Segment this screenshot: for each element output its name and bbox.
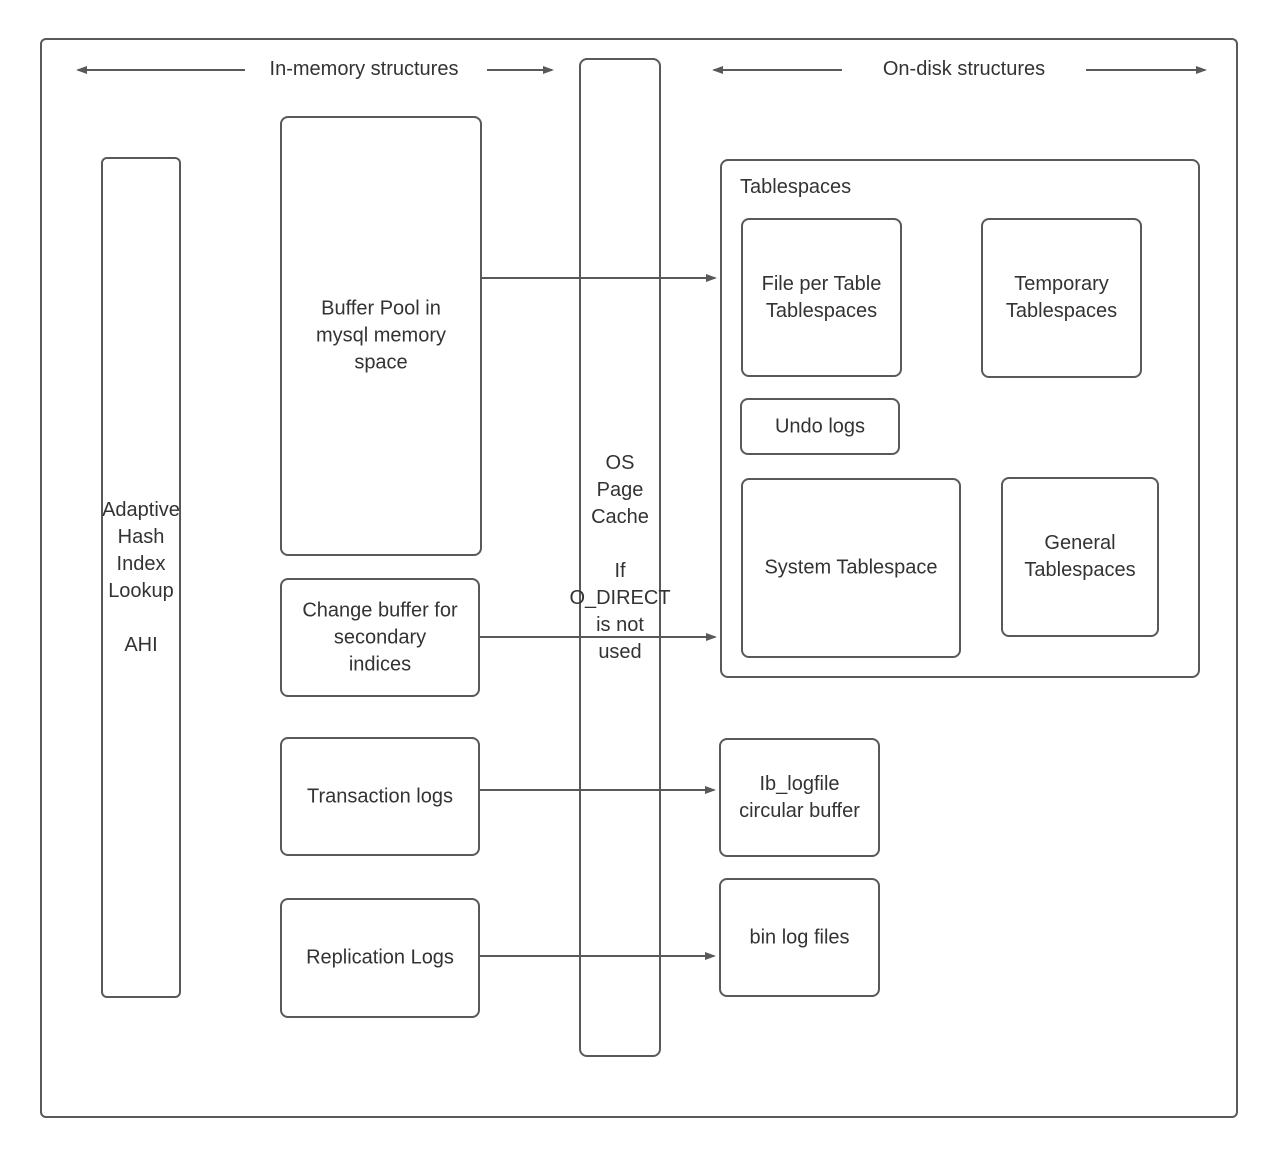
node-general-tablespaces-label: General Tablespaces [1024, 532, 1136, 581]
node-undo-logs: Undo logs [740, 398, 900, 455]
node-transaction-logs: Transaction logs [280, 737, 480, 856]
node-ib-logfile-label: Ib_logfile circular buffer [739, 772, 860, 822]
node-adaptive-hash-index: Adaptive Hash Index Lookup AHI [101, 157, 181, 998]
node-change-buffer-label: Change buffer for secondary indices [302, 599, 458, 675]
node-buffer-pool-label: Buffer Pool in mysql memory space [315, 297, 446, 374]
header-on-disk-structures: On-disk structures [882, 58, 1046, 80]
node-ib-logfile: Ib_logfile circular buffer [719, 738, 880, 857]
node-bin-log-files-label: bin log files [749, 926, 850, 948]
node-replication-logs: Replication Logs [280, 898, 480, 1018]
group-tablespaces-label: Tablespaces [740, 176, 852, 198]
node-adaptive-hash-index-label: Adaptive Hash Index Lookup AHI [102, 498, 180, 656]
node-system-tablespace: System Tablespace [741, 478, 961, 658]
node-os-page-cache-label: OS Page Cache If O_DIRECT is not used [569, 451, 671, 663]
node-file-per-table-tablespaces-label: File per Table Tablespaces [761, 272, 882, 322]
node-file-per-table-tablespaces: File per Table Tablespaces [741, 218, 902, 377]
node-bin-log-files: bin log files [719, 878, 880, 997]
node-undo-logs-label: Undo logs [774, 415, 866, 437]
node-temporary-tablespaces-label: Temporary Tablespaces [1005, 273, 1118, 322]
node-buffer-pool: Buffer Pool in mysql memory space [280, 116, 482, 556]
header-in-memory-structures: In-memory structures [269, 58, 459, 80]
node-change-buffer: Change buffer for secondary indices [280, 578, 480, 697]
node-replication-logs-label: Replication Logs [306, 946, 454, 969]
node-general-tablespaces: General Tablespaces [1001, 477, 1159, 637]
node-os-page-cache: OS Page Cache If O_DIRECT is not used [569, 58, 671, 1057]
node-system-tablespace-label: System Tablespace [764, 556, 938, 579]
node-temporary-tablespaces: Temporary Tablespaces [981, 218, 1142, 378]
node-transaction-logs-label: Transaction logs [307, 785, 453, 807]
